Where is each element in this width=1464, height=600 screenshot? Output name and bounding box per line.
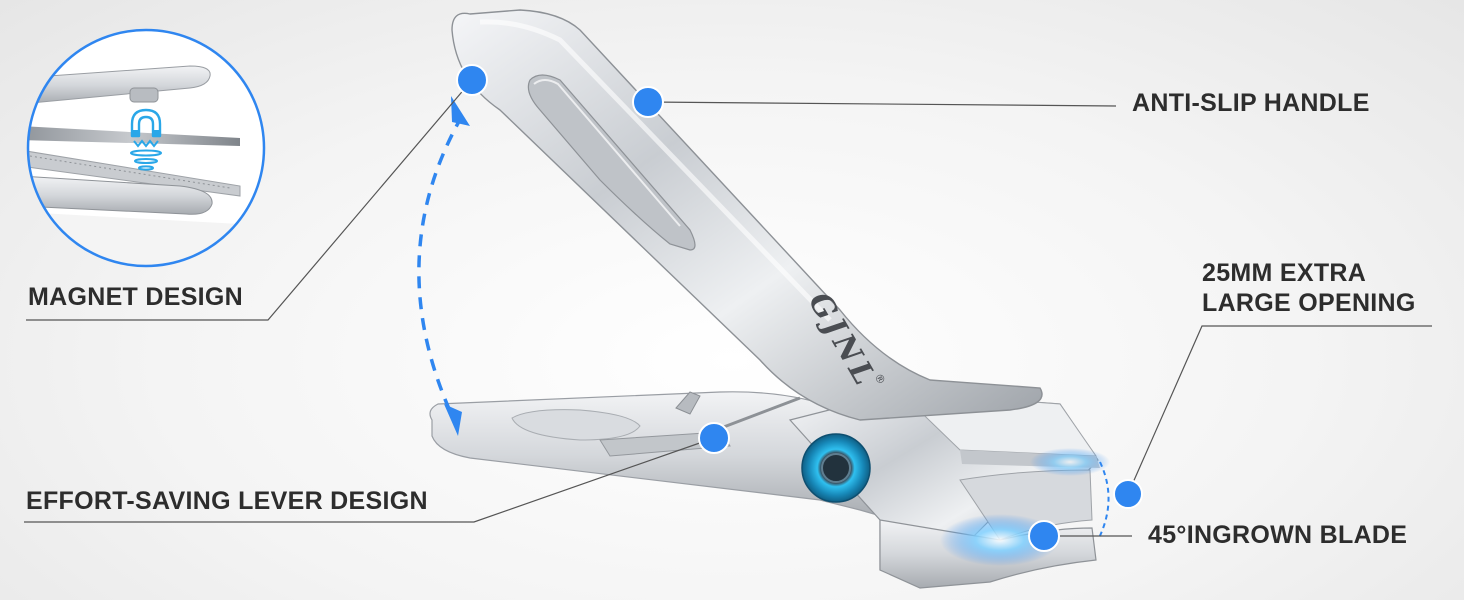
callout-dot-lever	[698, 422, 730, 454]
callout-dot-opening	[1113, 479, 1143, 509]
leader-magnet-design	[26, 79, 473, 321]
opening-label-line2: LARGE OPENING	[1202, 289, 1416, 317]
callout-dot-handle	[632, 86, 664, 118]
lever-design-label: EFFORT-SAVING LEVER DESIGN	[26, 487, 428, 515]
magnet-icon	[130, 108, 162, 171]
blade-gap-indicator	[1097, 461, 1110, 541]
leader-lines	[24, 79, 1432, 537]
leader-lever-design	[24, 437, 715, 523]
leader-anti-slip-handle	[647, 101, 1117, 107]
opening-label: 25MM EXTRA LARGE OPENING	[1202, 258, 1416, 318]
callout-dot-blade	[1028, 520, 1060, 552]
magnet-inset	[26, 28, 266, 268]
anti-slip-handle-label: ANTI-SLIP HANDLE	[1132, 89, 1370, 117]
opening-arrow	[417, 96, 470, 436]
opening-label-line1: 25MM EXTRA	[1202, 259, 1367, 287]
magnet-design-label: MAGNET DESIGN	[28, 283, 244, 311]
callout-dot-magnet	[456, 64, 488, 96]
callout-dots	[456, 64, 1143, 552]
ingrown-blade-label: 45°INGROWN BLADE	[1148, 521, 1408, 549]
leader-opening	[1127, 325, 1432, 495]
nail-clipper	[429, 9, 1110, 589]
